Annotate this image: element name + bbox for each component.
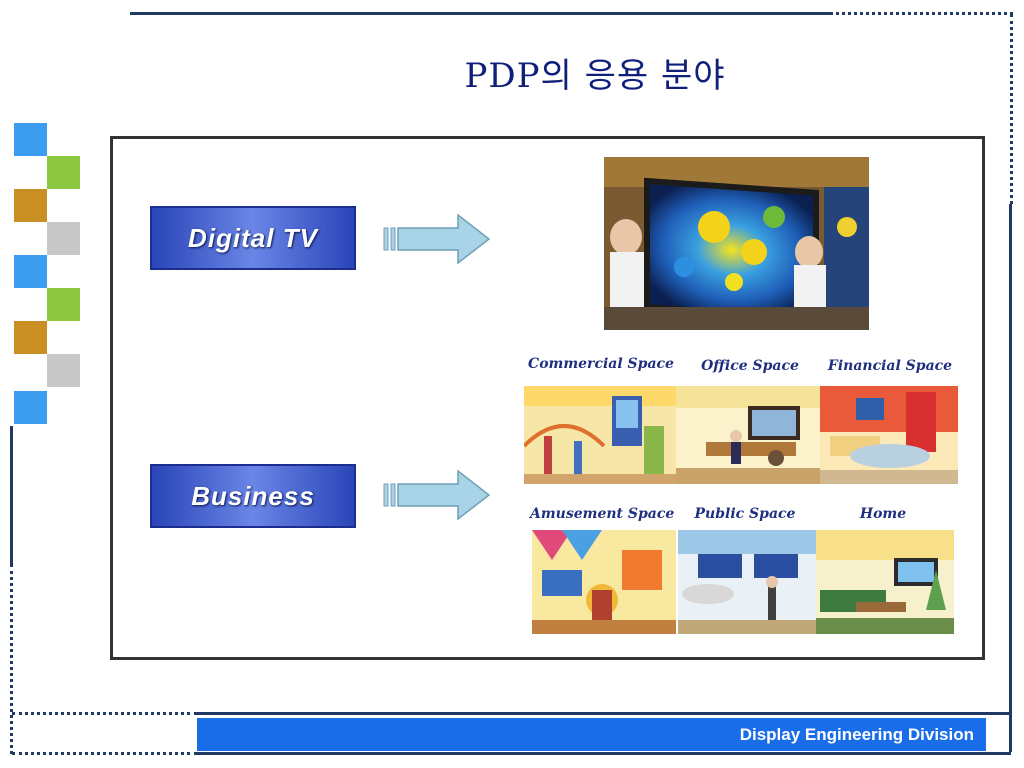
deco-square-gray: [47, 222, 80, 255]
commercial-space-image: [524, 386, 676, 484]
deco-square-gold: [14, 189, 47, 222]
frame-left-dotted: [10, 564, 13, 754]
business-label-text: Business: [191, 480, 315, 511]
financial-space-image: [820, 386, 958, 484]
digital-tv-label: Digital TV: [150, 206, 356, 270]
frame-top-dotted: [830, 12, 1013, 15]
deco-square-gray: [47, 354, 80, 387]
frame-bottom-dotted-top: [12, 712, 197, 715]
office-space-image: [676, 386, 820, 484]
space-label-commercial: Commercial Space: [528, 356, 674, 372]
space-label-public: Public Space: [694, 506, 796, 522]
deco-square-blue: [14, 391, 47, 424]
deco-square-green: [47, 156, 80, 189]
slide-title: PDP의 응용 분야: [464, 56, 726, 96]
arrow-right-icon: [383, 213, 491, 265]
home-space-image: [816, 530, 954, 634]
frame-bottom-line-bottom: [197, 752, 1011, 755]
space-label-financial: Financial Space: [827, 358, 953, 374]
frame-right-line: [1009, 204, 1012, 752]
space-label-home: Home: [859, 506, 907, 522]
frame-top-line: [130, 12, 830, 15]
public-space-image: [678, 530, 816, 634]
footer-bar: Display Engineering Division: [197, 718, 986, 751]
large-pdp-tv-photo: [604, 157, 869, 330]
frame-bottom-line-top: [197, 712, 1011, 715]
frame-left-line: [10, 426, 13, 564]
digital-tv-label-text: Digital TV: [188, 222, 318, 253]
footer-text: Display Engineering Division: [739, 724, 974, 744]
deco-square-green: [47, 288, 80, 321]
space-label-amusement: Amusement Space: [530, 506, 675, 522]
deco-square-gold: [14, 321, 47, 354]
frame-bottom-dotted-bottom: [12, 752, 197, 755]
space-label-office: Office Space: [701, 358, 799, 374]
deco-square-blue: [14, 255, 47, 288]
deco-square-blue: [14, 123, 47, 156]
frame-right-dotted: [1010, 14, 1013, 204]
business-label: Business: [150, 464, 356, 528]
arrow-right-icon: [383, 469, 491, 521]
amusement-space-image: [532, 530, 676, 634]
